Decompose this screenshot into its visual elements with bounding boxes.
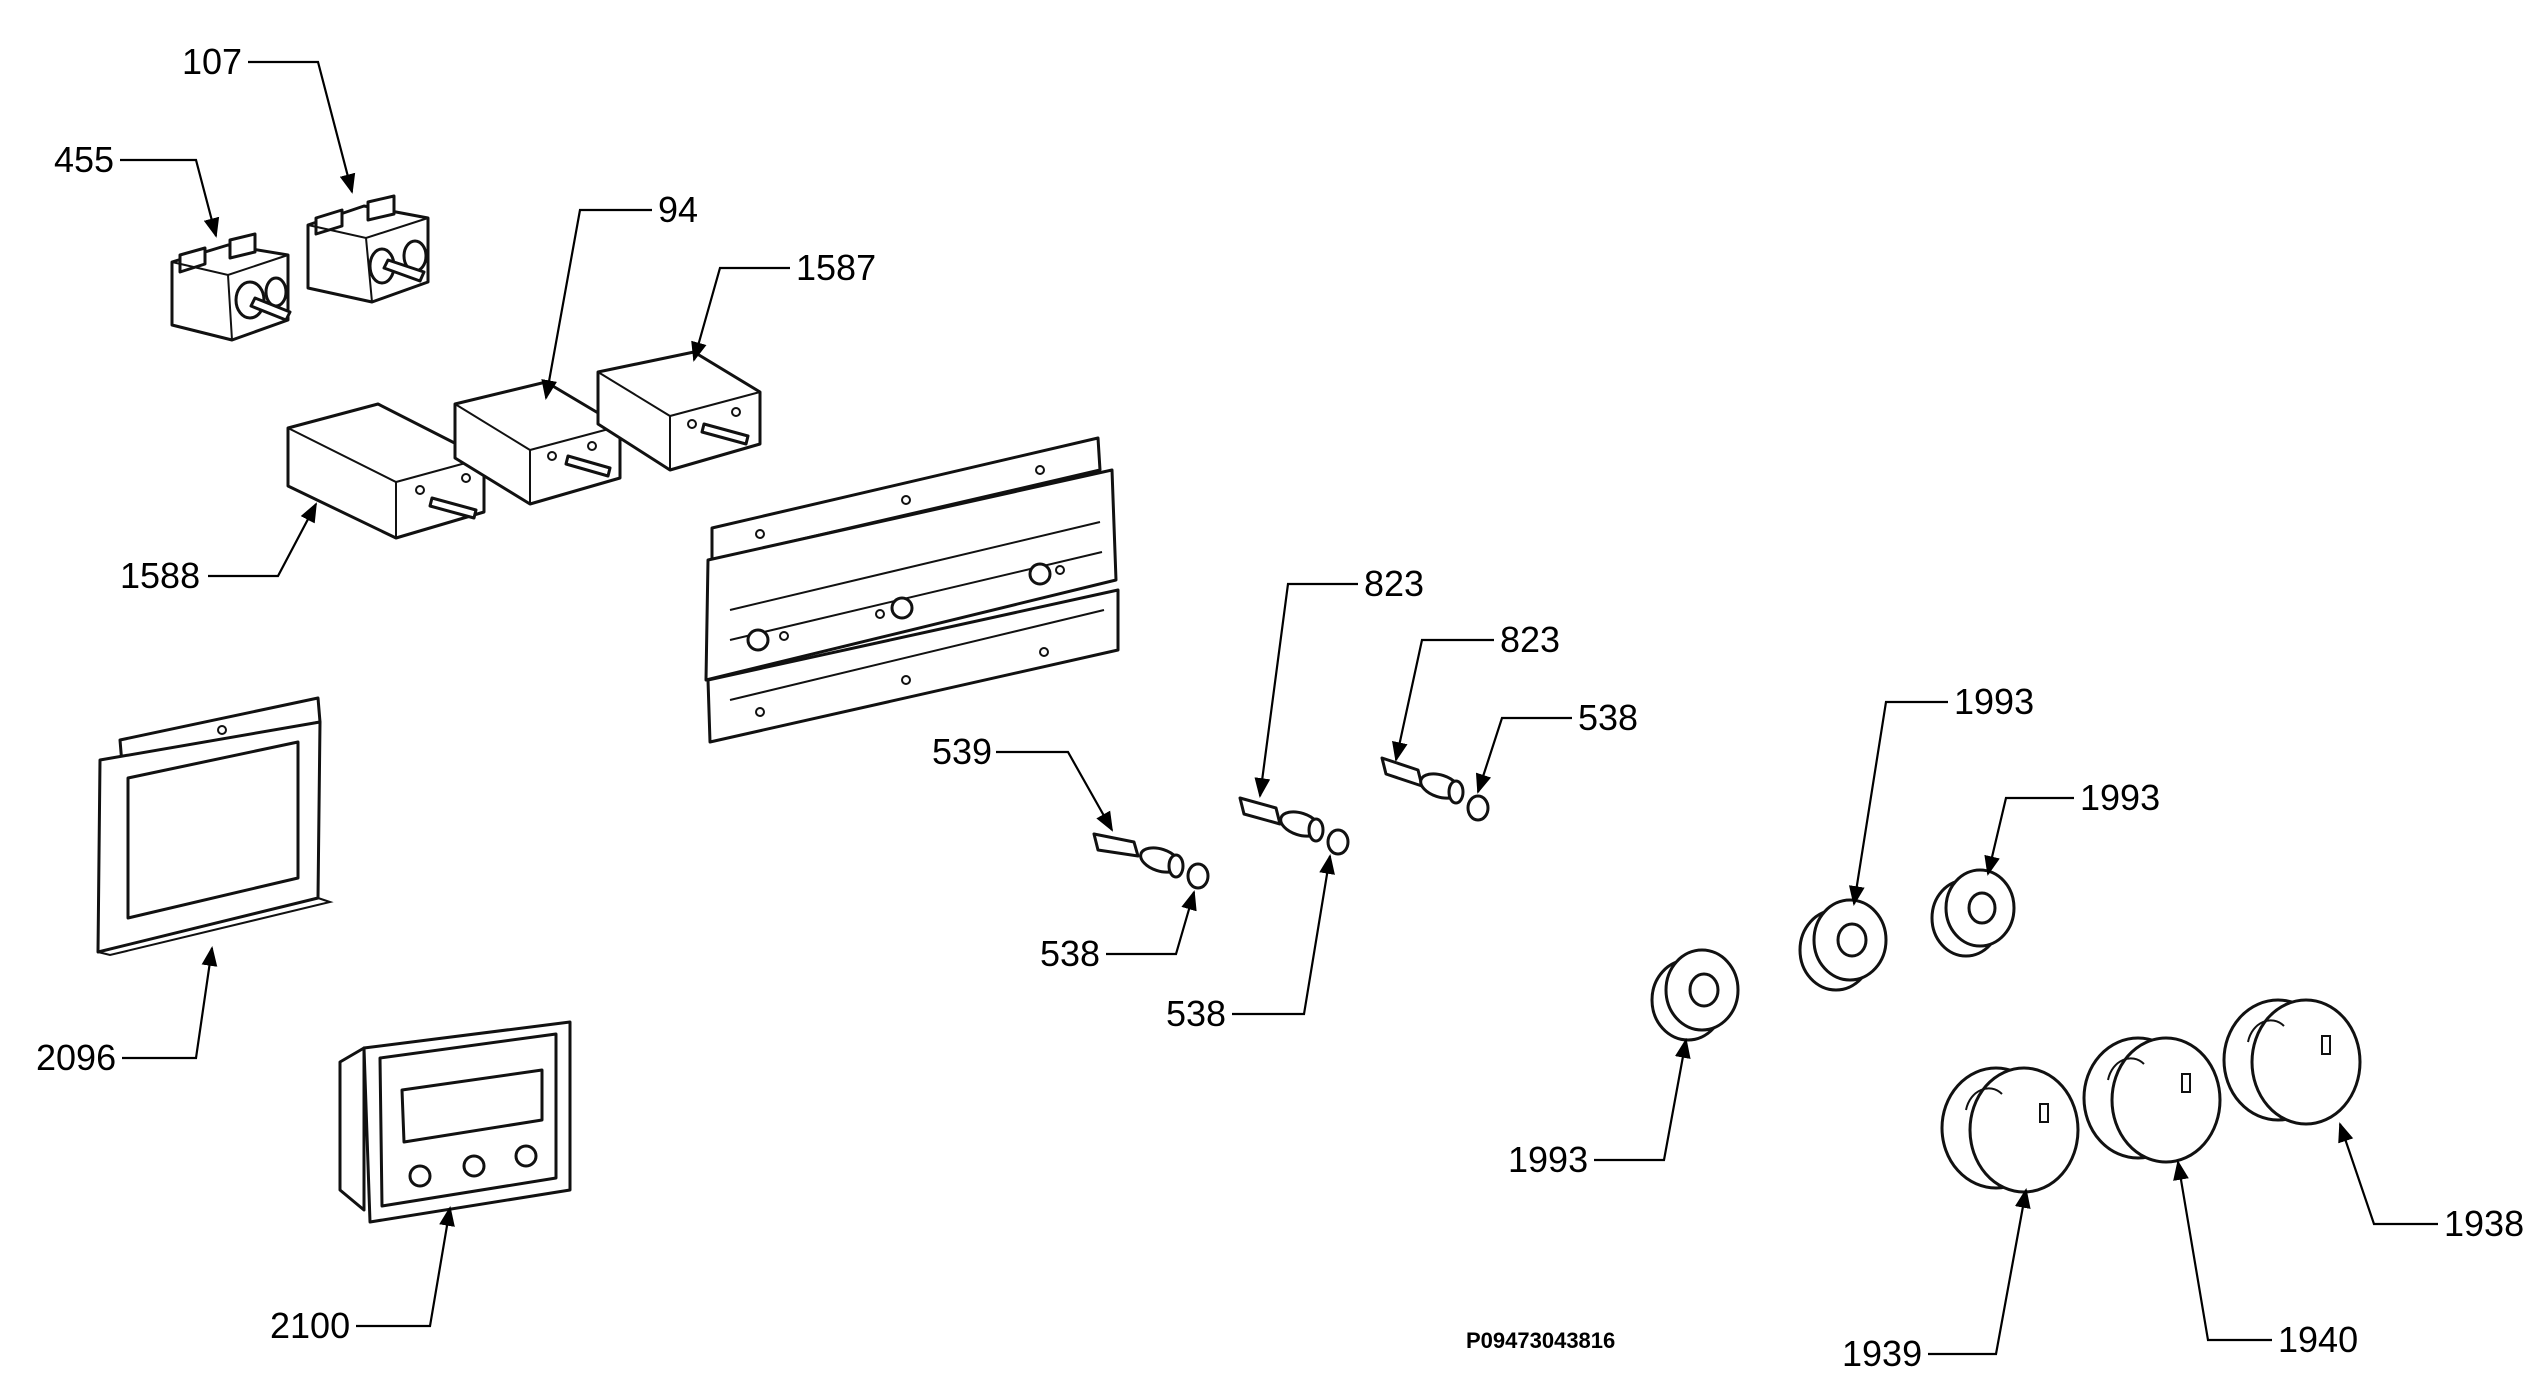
lampholder-823-a — [1238, 796, 1325, 843]
module-1588 — [286, 402, 486, 540]
ring-1993-a — [1650, 948, 1740, 1042]
lampholder-823-b — [1380, 756, 1465, 805]
label-94: 94 — [658, 189, 698, 230]
lampholder-539 — [1092, 832, 1185, 879]
label-2100: 2100 — [270, 1305, 350, 1346]
frame-2096 — [96, 696, 334, 957]
bulb-538-a — [1186, 862, 1210, 890]
label-823-b: 823 — [1500, 619, 1560, 660]
switch-455 — [170, 232, 292, 342]
label-539: 539 — [932, 731, 992, 772]
label-1940: 1940 — [2278, 1319, 2358, 1360]
leader-lines — [120, 60, 2438, 1356]
label-1993-b: 1993 — [2080, 777, 2160, 818]
switch-107 — [306, 194, 430, 304]
display-module-2100 — [338, 1020, 572, 1224]
bulb-538-b — [1326, 828, 1350, 856]
knob-1940 — [2082, 1036, 2222, 1164]
ring-1993-b — [1798, 898, 1888, 992]
label-1993-c: 1993 — [1508, 1139, 1588, 1180]
label-1938: 1938 — [2444, 1203, 2524, 1244]
ring-1993-c — [1930, 868, 2016, 958]
knob-1939 — [1940, 1066, 2080, 1194]
label-538-a: 538 — [1040, 933, 1100, 974]
label-2096: 2096 — [36, 1037, 116, 1078]
mounting-rail — [704, 436, 1120, 744]
label-1993-a: 1993 — [1954, 681, 2034, 722]
callout-labels: 107 455 94 1587 1588 2096 2100 539 538 5… — [36, 41, 2524, 1374]
label-107: 107 — [182, 41, 242, 82]
bulb-538-c — [1466, 794, 1490, 822]
module-1587 — [596, 350, 762, 472]
label-538-b: 538 — [1166, 993, 1226, 1034]
knob-1938 — [2222, 998, 2362, 1126]
drawing-code: P09473043816 — [1466, 1328, 1615, 1353]
label-455: 455 — [54, 139, 114, 180]
label-1588: 1588 — [120, 555, 200, 596]
label-1939: 1939 — [1842, 1333, 1922, 1374]
label-1587: 1587 — [796, 247, 876, 288]
label-538-c: 538 — [1578, 697, 1638, 738]
label-823-a: 823 — [1364, 563, 1424, 604]
